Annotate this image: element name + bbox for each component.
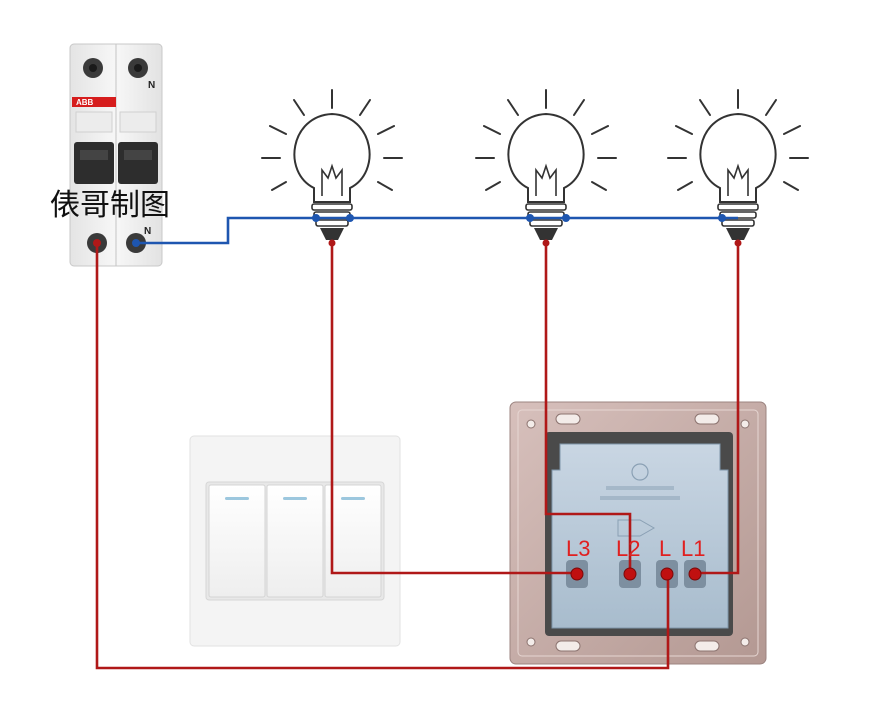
- live-wire-supply: [95, 243, 670, 670]
- light-bulb-icon: [475, 89, 617, 240]
- terminal-screw-l2: [623, 567, 637, 581]
- switch-button-1[interactable]: [208, 484, 266, 598]
- switch-indicator-1: [225, 497, 249, 500]
- breaker-neutral-label-bottom: N: [144, 226, 151, 237]
- breaker-toggle-right[interactable]: [118, 142, 158, 184]
- switch-indicator-3: [341, 497, 365, 500]
- light-bulb-2: [475, 89, 617, 240]
- breaker-brand-bar: [72, 97, 116, 107]
- circuit-breaker: N ABB N: [69, 43, 163, 267]
- breaker-brand: ABB: [76, 98, 94, 107]
- terminal-label-l2: L2: [616, 536, 640, 561]
- neutral-wire: [136, 216, 738, 245]
- terminal-label-l1: L1: [681, 536, 705, 561]
- watermark-text: 俵哥制图: [50, 188, 170, 223]
- terminal-screw-l: [660, 567, 674, 581]
- wall-switch-back: [509, 401, 767, 665]
- switch-button-3[interactable]: [324, 484, 382, 598]
- terminal-screw-l3: [570, 567, 584, 581]
- switched-wire-l1: [696, 242, 740, 575]
- light-bulb-icon: [667, 89, 809, 240]
- switch-indicator-2: [283, 497, 307, 500]
- switch-button-2[interactable]: [266, 484, 324, 598]
- light-bulb-3: [667, 89, 809, 240]
- switched-wire-l3: [330, 242, 576, 575]
- light-bulb-1: [261, 89, 403, 240]
- terminal-label-l: L: [659, 536, 671, 561]
- breaker-toggle-left[interactable]: [74, 142, 114, 184]
- switched-wire-l2: [544, 242, 632, 573]
- terminal-label-l3: L3: [566, 536, 590, 561]
- terminal-screw-l1: [688, 567, 702, 581]
- light-bulb-icon: [261, 89, 403, 240]
- wall-switch-front: [189, 435, 401, 647]
- breaker-neutral-label-top: N: [148, 80, 155, 91]
